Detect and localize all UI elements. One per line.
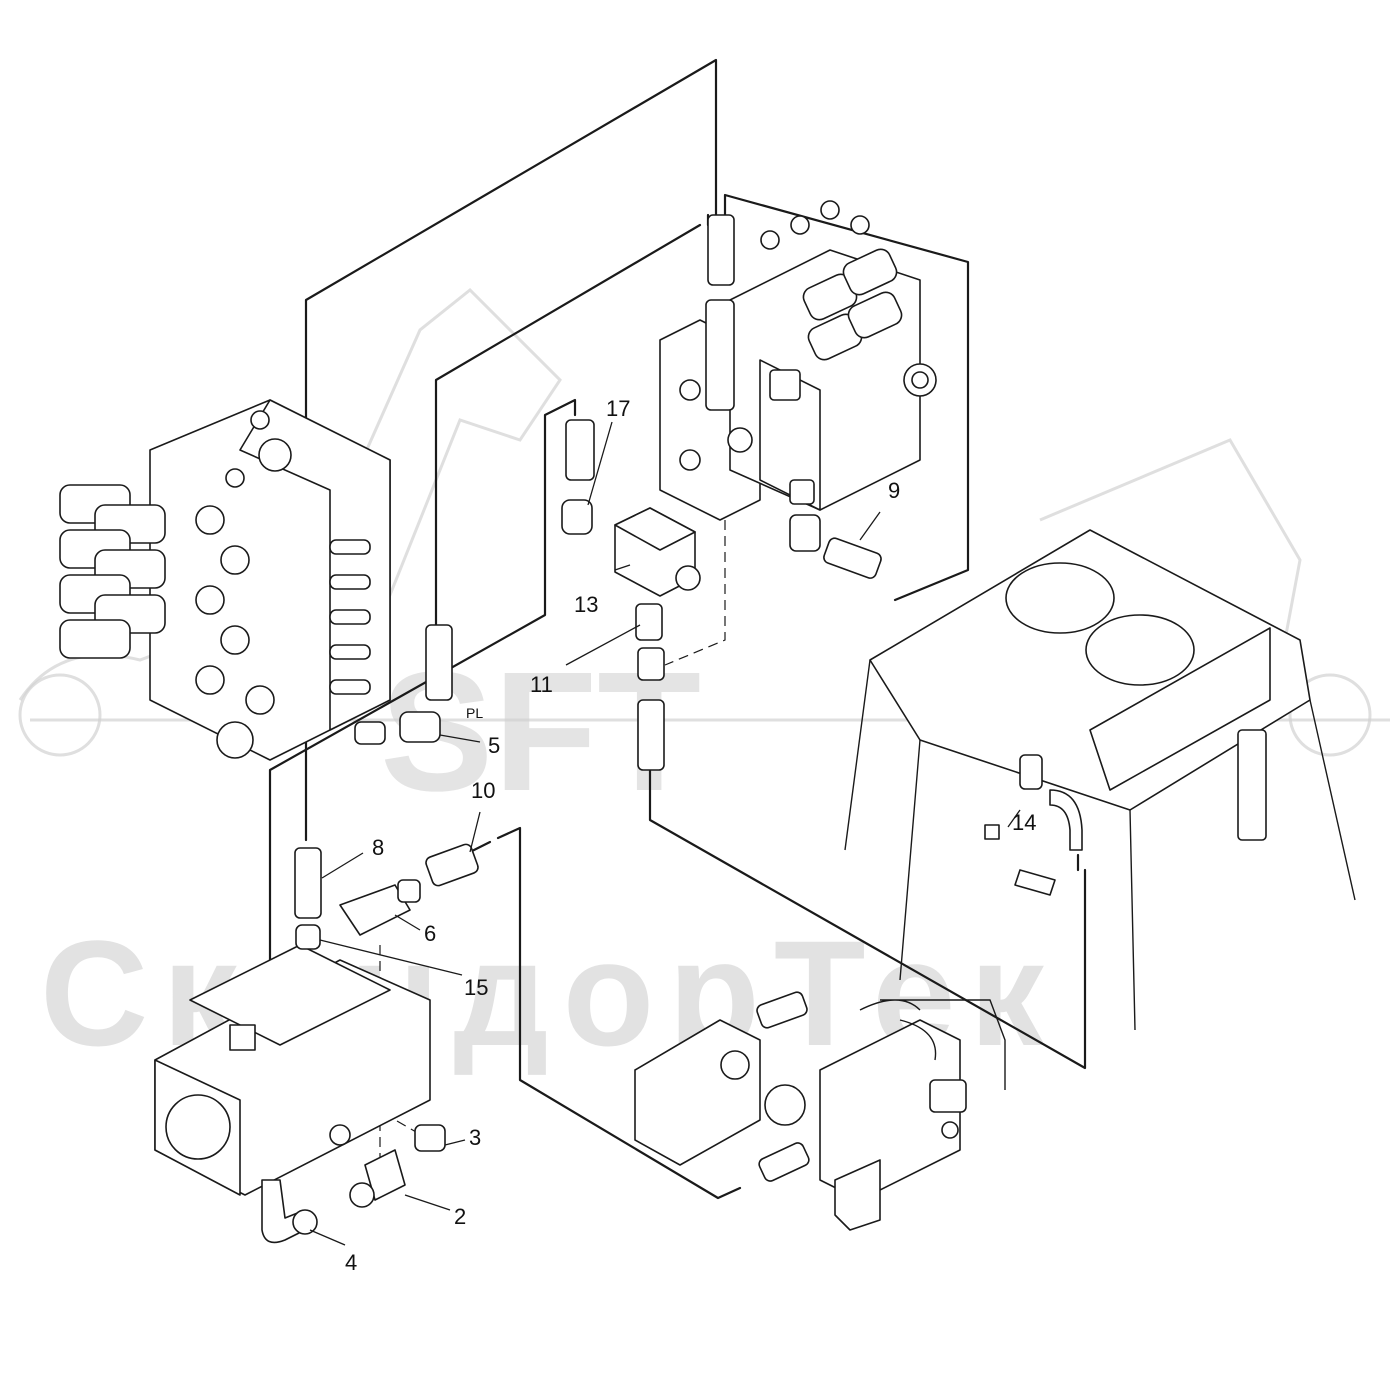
bracket-hole bbox=[720, 1050, 750, 1080]
fitting-10 bbox=[425, 843, 479, 887]
fitting-11-hose bbox=[637, 699, 665, 771]
callout-17: 17 bbox=[606, 396, 630, 421]
block-13-port bbox=[675, 565, 701, 591]
callout-11: 11 bbox=[530, 672, 553, 697]
bracket-boss bbox=[764, 1084, 806, 1126]
callout-15: 15 bbox=[464, 975, 488, 1000]
hose-second-b bbox=[723, 193, 970, 602]
left-valve-levers bbox=[329, 539, 371, 695]
left-valve-bank bbox=[59, 399, 391, 761]
bracket-assembly bbox=[634, 991, 1006, 1231]
pump-plug bbox=[329, 1124, 351, 1146]
fitting-14a bbox=[1019, 754, 1043, 790]
frame-legs bbox=[844, 659, 1356, 1031]
fitting-5 bbox=[399, 711, 441, 743]
fitting-15 bbox=[295, 924, 321, 950]
callout-6: 6 bbox=[424, 921, 436, 946]
port-label-pl: PL bbox=[466, 705, 483, 721]
fitting-6 bbox=[339, 884, 411, 936]
elbow-4-nut bbox=[292, 1209, 318, 1235]
hose-17 bbox=[268, 398, 577, 1152]
hose-11 bbox=[648, 768, 1087, 1070]
pump-assembly bbox=[154, 843, 479, 1244]
top-valve-solenoids bbox=[679, 200, 937, 471]
valve-cluster bbox=[819, 1019, 961, 1201]
bracket-sensor bbox=[941, 1121, 959, 1139]
watermark-wheel-left bbox=[18, 673, 102, 757]
fitting-2-nut bbox=[349, 1182, 375, 1208]
hose-second bbox=[434, 223, 702, 627]
frame-clip bbox=[984, 824, 1000, 840]
fitting-pl-hose bbox=[425, 624, 453, 701]
fitting-11-tee bbox=[637, 647, 665, 681]
fitting-11 bbox=[635, 603, 663, 641]
callout-13: 13 bbox=[574, 592, 598, 617]
bracket-foot bbox=[834, 1159, 881, 1231]
hose-14-bend bbox=[1049, 789, 1083, 851]
fitting-3 bbox=[414, 1124, 446, 1152]
top-fitting-upper bbox=[707, 214, 735, 286]
top-valve-plug bbox=[789, 479, 815, 505]
frame-hole-1 bbox=[1005, 562, 1115, 634]
center-fittings bbox=[561, 419, 701, 771]
top-valve-port bbox=[769, 369, 801, 401]
hose-10 bbox=[496, 826, 742, 1200]
bracket-solenoid bbox=[929, 1079, 967, 1113]
top-valve-block bbox=[659, 200, 937, 579]
fitting-5-clip bbox=[354, 721, 386, 745]
elbow-9 bbox=[789, 514, 821, 552]
frame-slot bbox=[1237, 729, 1267, 841]
fitting-6-end bbox=[397, 879, 421, 903]
leader-lines bbox=[309, 421, 1021, 1246]
fitting-17-hose bbox=[565, 419, 595, 481]
top-fitting-tube bbox=[705, 299, 735, 411]
pl-fittings bbox=[354, 624, 453, 745]
elbow-17 bbox=[561, 499, 593, 535]
frame-bracket bbox=[1014, 869, 1056, 896]
frame-structure bbox=[844, 529, 1356, 1031]
frame-plate bbox=[1089, 627, 1271, 791]
left-valve-ports bbox=[195, 410, 292, 759]
callouts: 17 9 13 11 PL 5 10 8 6 15 14 3 2 4 bbox=[345, 396, 1036, 1275]
pump-flange bbox=[165, 1094, 231, 1160]
callout-10: 10 bbox=[471, 778, 495, 803]
callout-5: 5 bbox=[488, 733, 500, 758]
callout-4: 4 bbox=[345, 1250, 357, 1275]
hose-end-9 bbox=[823, 537, 882, 579]
callout-14: 14 bbox=[1012, 810, 1036, 835]
fitting-8 bbox=[294, 847, 322, 919]
callout-3: 3 bbox=[469, 1125, 481, 1150]
bracket-fitting-bottom bbox=[758, 1142, 810, 1182]
bracket-fitting-top bbox=[756, 991, 808, 1029]
callout-8: 8 bbox=[372, 835, 384, 860]
watermark-wheel-right bbox=[1288, 673, 1372, 757]
block-13-top bbox=[614, 507, 696, 551]
hose-10-b bbox=[468, 840, 492, 854]
pump-port bbox=[229, 1024, 256, 1051]
bracket-pipes bbox=[859, 999, 1006, 1090]
frame-hole-2 bbox=[1085, 614, 1195, 686]
callout-9: 9 bbox=[888, 478, 900, 503]
callout-2: 2 bbox=[454, 1204, 466, 1229]
left-valve-solenoids bbox=[59, 484, 166, 659]
